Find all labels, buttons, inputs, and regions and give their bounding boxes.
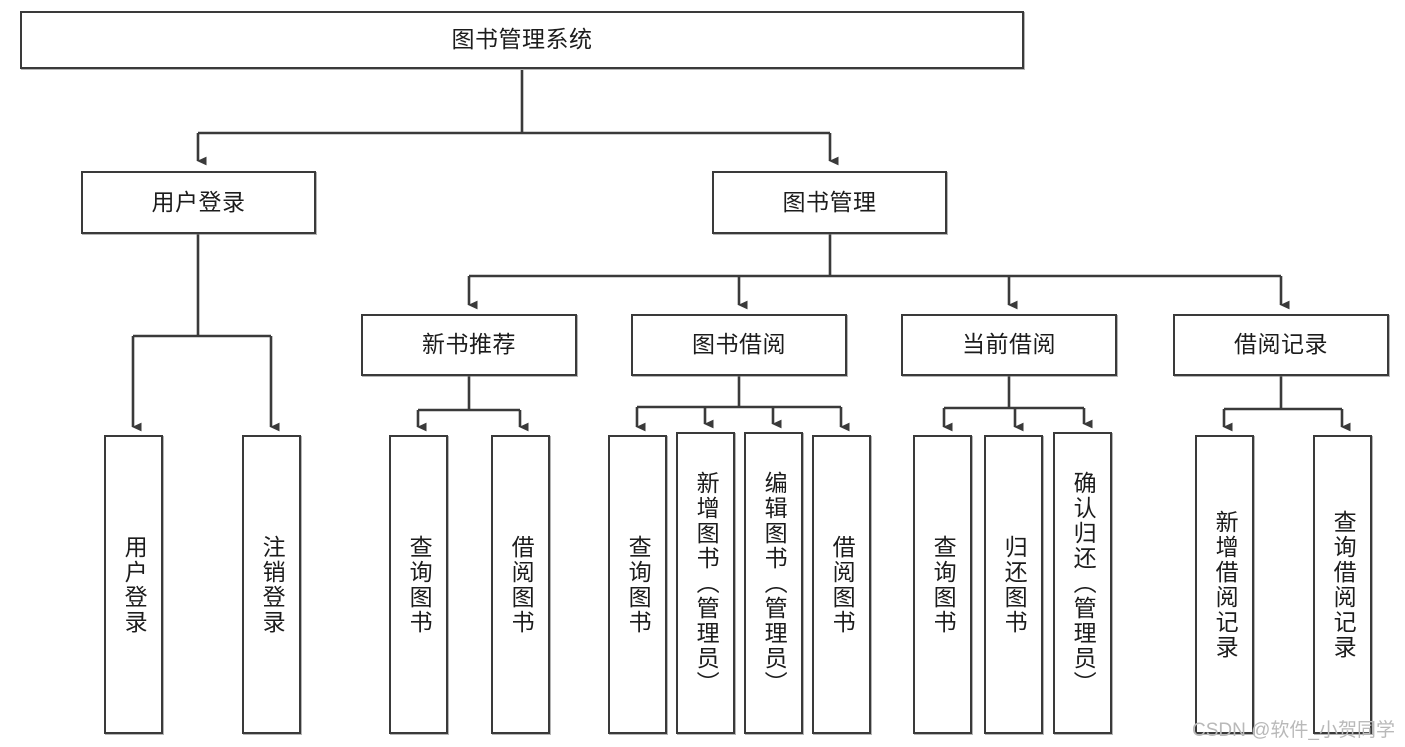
leaf-current-return-book-label: 归还图书 [1001, 534, 1028, 635]
leaf-record-query-record-label: 查询借阅记录 [1330, 509, 1357, 660]
leaf-user-login-login[interactable]: 用户登录 [104, 435, 163, 734]
leaf-current-confirm-return-label: 确认归还（管理员） [1070, 470, 1097, 696]
node-borrow-record-label: 借阅记录 [1234, 331, 1328, 358]
node-new-book-recommend[interactable]: 新书推荐 [361, 314, 577, 376]
leaf-recommend-borrow-book-label: 借阅图书 [508, 534, 535, 635]
node-book-management-label: 图书管理 [782, 188, 877, 215]
leaf-user-login-logout[interactable]: 注销登录 [242, 435, 301, 734]
leaf-record-add-record[interactable]: 新增借阅记录 [1195, 435, 1254, 734]
leaf-user-login-logout-label: 注销登录 [259, 534, 286, 635]
leaf-recommend-query-book-label: 查询图书 [406, 534, 433, 635]
leaf-borrow-edit-book-label: 编辑图书（管理员） [761, 470, 788, 696]
leaf-record-add-record-label: 新增借阅记录 [1212, 509, 1239, 660]
leaf-borrow-add-book-label: 新增图书（管理员） [693, 470, 720, 696]
leaf-record-query-record[interactable]: 查询借阅记录 [1313, 435, 1372, 734]
leaf-current-return-book[interactable]: 归还图书 [984, 435, 1043, 734]
leaf-recommend-query-book[interactable]: 查询图书 [389, 435, 448, 734]
node-root-label: 图书管理系统 [451, 26, 593, 53]
leaf-borrow-edit-book[interactable]: 编辑图书（管理员） [744, 432, 803, 734]
node-current-borrow[interactable]: 当前借阅 [901, 314, 1117, 376]
leaf-user-login-login-label: 用户登录 [121, 534, 148, 635]
leaf-current-query-book-label: 查询图书 [930, 534, 957, 635]
node-borrow-record[interactable]: 借阅记录 [1173, 314, 1389, 376]
node-user-login[interactable]: 用户登录 [81, 171, 316, 234]
leaf-recommend-borrow-book[interactable]: 借阅图书 [491, 435, 550, 734]
node-user-login-label: 用户登录 [151, 188, 246, 215]
node-book-borrow-label: 图书借阅 [692, 331, 786, 358]
node-book-borrow[interactable]: 图书借阅 [631, 314, 847, 376]
leaf-borrow-borrow-book-label: 借阅图书 [829, 534, 856, 635]
leaf-borrow-add-book[interactable]: 新增图书（管理员） [676, 432, 735, 734]
node-book-management[interactable]: 图书管理 [712, 171, 947, 234]
csdn-watermark: CSDN @软件_小贺同学 [1192, 720, 1395, 741]
node-new-book-recommend-label: 新书推荐 [422, 331, 516, 358]
node-current-borrow-label: 当前借阅 [962, 331, 1056, 358]
leaf-borrow-query-book[interactable]: 查询图书 [608, 435, 667, 734]
node-root[interactable]: 图书管理系统 [20, 11, 1024, 69]
leaf-current-query-book[interactable]: 查询图书 [913, 435, 972, 734]
leaf-borrow-borrow-book[interactable]: 借阅图书 [812, 435, 871, 734]
leaf-borrow-query-book-label: 查询图书 [625, 534, 652, 635]
leaf-current-confirm-return[interactable]: 确认归还（管理员） [1053, 432, 1112, 734]
